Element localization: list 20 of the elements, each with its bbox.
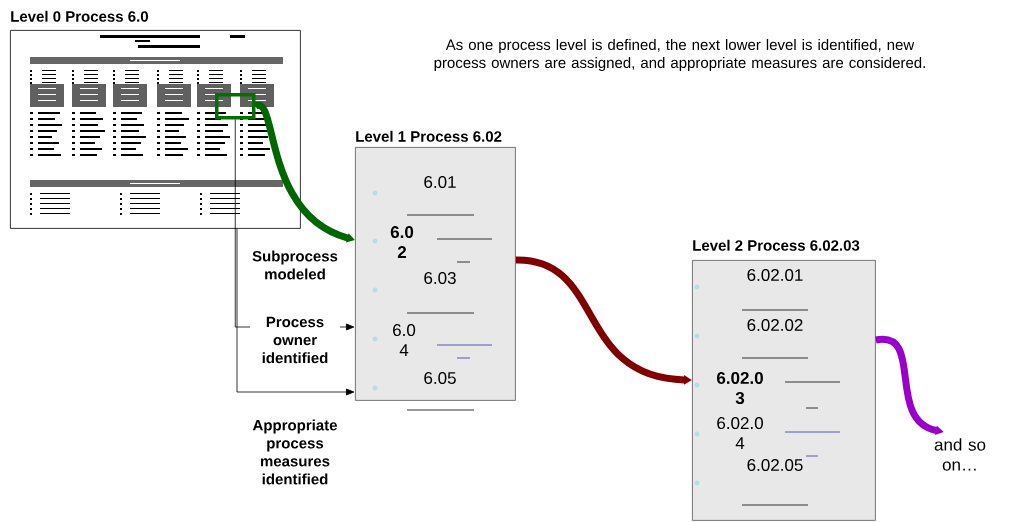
note-text: and so on…	[934, 438, 986, 471]
note-text: As one process level is defined, the next lower level is identified, new process owners are assigned, and appropriate measures are considered.	[434, 39, 925, 71]
edge-label: Subprocess modeled	[250, 249, 340, 281]
item-text: 6.01	[424, 176, 456, 189]
item-text: 6.05	[424, 372, 456, 385]
item-text: 6.02.02	[747, 319, 803, 332]
item-text: 6.0 2	[390, 226, 414, 258]
item-text: 6.02.0 4	[717, 417, 763, 449]
item-text: 6.03	[424, 272, 456, 285]
arrow	[255, 102, 355, 243]
edge-label: Process owner identified	[250, 315, 340, 365]
item-text: 6.02.05	[747, 459, 803, 472]
highlight-box	[215, 93, 256, 120]
node-label: Level 0 Process 6.0	[11, 10, 148, 22]
item-text: 6.0 4	[393, 324, 416, 356]
thumbnail-frame: Level 0 Process 6.0	[10, 10, 301, 229]
item-text: 6.02.0 3	[717, 371, 763, 405]
item-text: 6.02.01	[747, 269, 803, 282]
edge-label: Appropriate process measures identified	[250, 418, 340, 486]
arrow	[236, 228, 355, 396]
